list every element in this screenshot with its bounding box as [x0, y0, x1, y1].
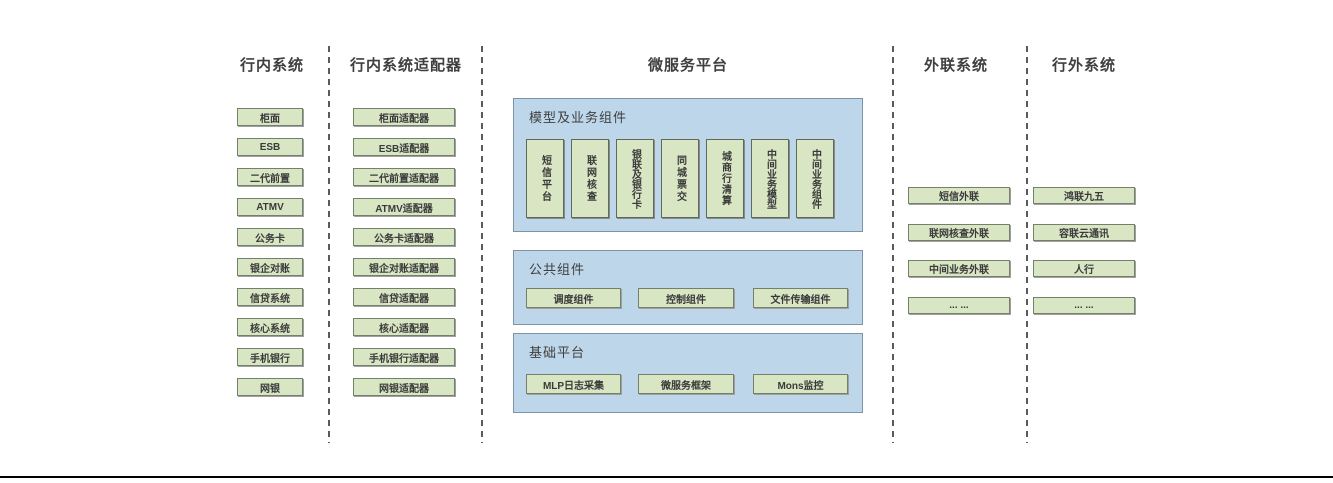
- component-box: 中间业务组件: [796, 139, 834, 218]
- system-box: 手机银行: [237, 348, 303, 366]
- system-box: 银企对账: [237, 258, 303, 276]
- outside-system-box: ... ...: [1033, 297, 1135, 314]
- outside-system-box: 鸿联九五: [1033, 187, 1135, 204]
- adapter-box: 手机银行适配器: [353, 348, 455, 366]
- external-link-box: 联网核查外联: [908, 224, 1010, 241]
- component-box: 联网核查: [571, 139, 609, 218]
- external-link-box: ... ...: [908, 297, 1010, 314]
- panel-model-business-components: 模型及业务组件 短信平台 联网核查 银联及银行卡 同城票交 城商行清算 中间业务…: [513, 98, 863, 232]
- system-box: 网银: [237, 378, 303, 396]
- panel-common-components: 公共组件 调度组件 控制组件 文件传输组件: [513, 250, 863, 325]
- panel-label: 基础平台: [529, 345, 586, 360]
- divider-3: [892, 46, 894, 443]
- component-box: 调度组件: [526, 288, 621, 308]
- component-box: 银联及银行卡: [616, 139, 654, 218]
- bottom-rule: [0, 476, 1333, 478]
- panel-base-platform: 基础平台 MLP日志采集 微服务框架 Mons监控: [513, 333, 863, 413]
- outside-system-box: 人行: [1033, 260, 1135, 277]
- divider-4: [1026, 46, 1028, 443]
- panel-label: 模型及业务组件: [529, 110, 628, 125]
- component-box: 短信平台: [526, 139, 564, 218]
- system-box: 柜面: [237, 108, 303, 126]
- component-box: 中间业务模型: [751, 139, 789, 218]
- column-header-internal-adapters: 行内系统适配器: [349, 57, 462, 74]
- system-box: ATMV: [237, 198, 303, 216]
- system-box: ESB: [237, 138, 303, 156]
- adapter-box: 柜面适配器: [353, 108, 455, 126]
- adapter-box: ATMV适配器: [353, 198, 455, 216]
- adapter-box: 公务卡适配器: [353, 228, 455, 246]
- adapter-box: 核心适配器: [353, 318, 455, 336]
- column-header-outside-systems: 行外系统: [1051, 57, 1116, 74]
- column-header-internal-systems: 行内系统: [239, 57, 304, 74]
- system-box: 信贷系统: [237, 288, 303, 306]
- external-link-box: 短信外联: [908, 187, 1010, 204]
- adapter-box: 二代前置适配器: [353, 168, 455, 186]
- system-box: 公务卡: [237, 228, 303, 246]
- column-header-external-link-systems: 外联系统: [923, 57, 988, 74]
- column-header-microservice-platform: 微服务平台: [647, 57, 728, 74]
- system-box: 二代前置: [237, 168, 303, 186]
- component-box: 控制组件: [638, 288, 734, 308]
- adapter-box: 信贷适配器: [353, 288, 455, 306]
- adapter-box: 银企对账适配器: [353, 258, 455, 276]
- system-box: 核心系统: [237, 318, 303, 336]
- adapter-box: 网银适配器: [353, 378, 455, 396]
- component-box: MLP日志采集: [526, 374, 621, 394]
- external-link-box: 中间业务外联: [908, 260, 1010, 277]
- divider-2: [481, 46, 483, 443]
- outside-system-box: 容联云通讯: [1033, 224, 1135, 241]
- adapter-box: ESB适配器: [353, 138, 455, 156]
- divider-1: [328, 46, 330, 443]
- component-box: 同城票交: [661, 139, 699, 218]
- component-box: 城商行清算: [706, 139, 744, 218]
- component-box: 微服务框架: [638, 374, 734, 394]
- component-box: Mons监控: [753, 374, 848, 394]
- panel-label: 公共组件: [529, 262, 586, 277]
- component-box: 文件传输组件: [753, 288, 848, 308]
